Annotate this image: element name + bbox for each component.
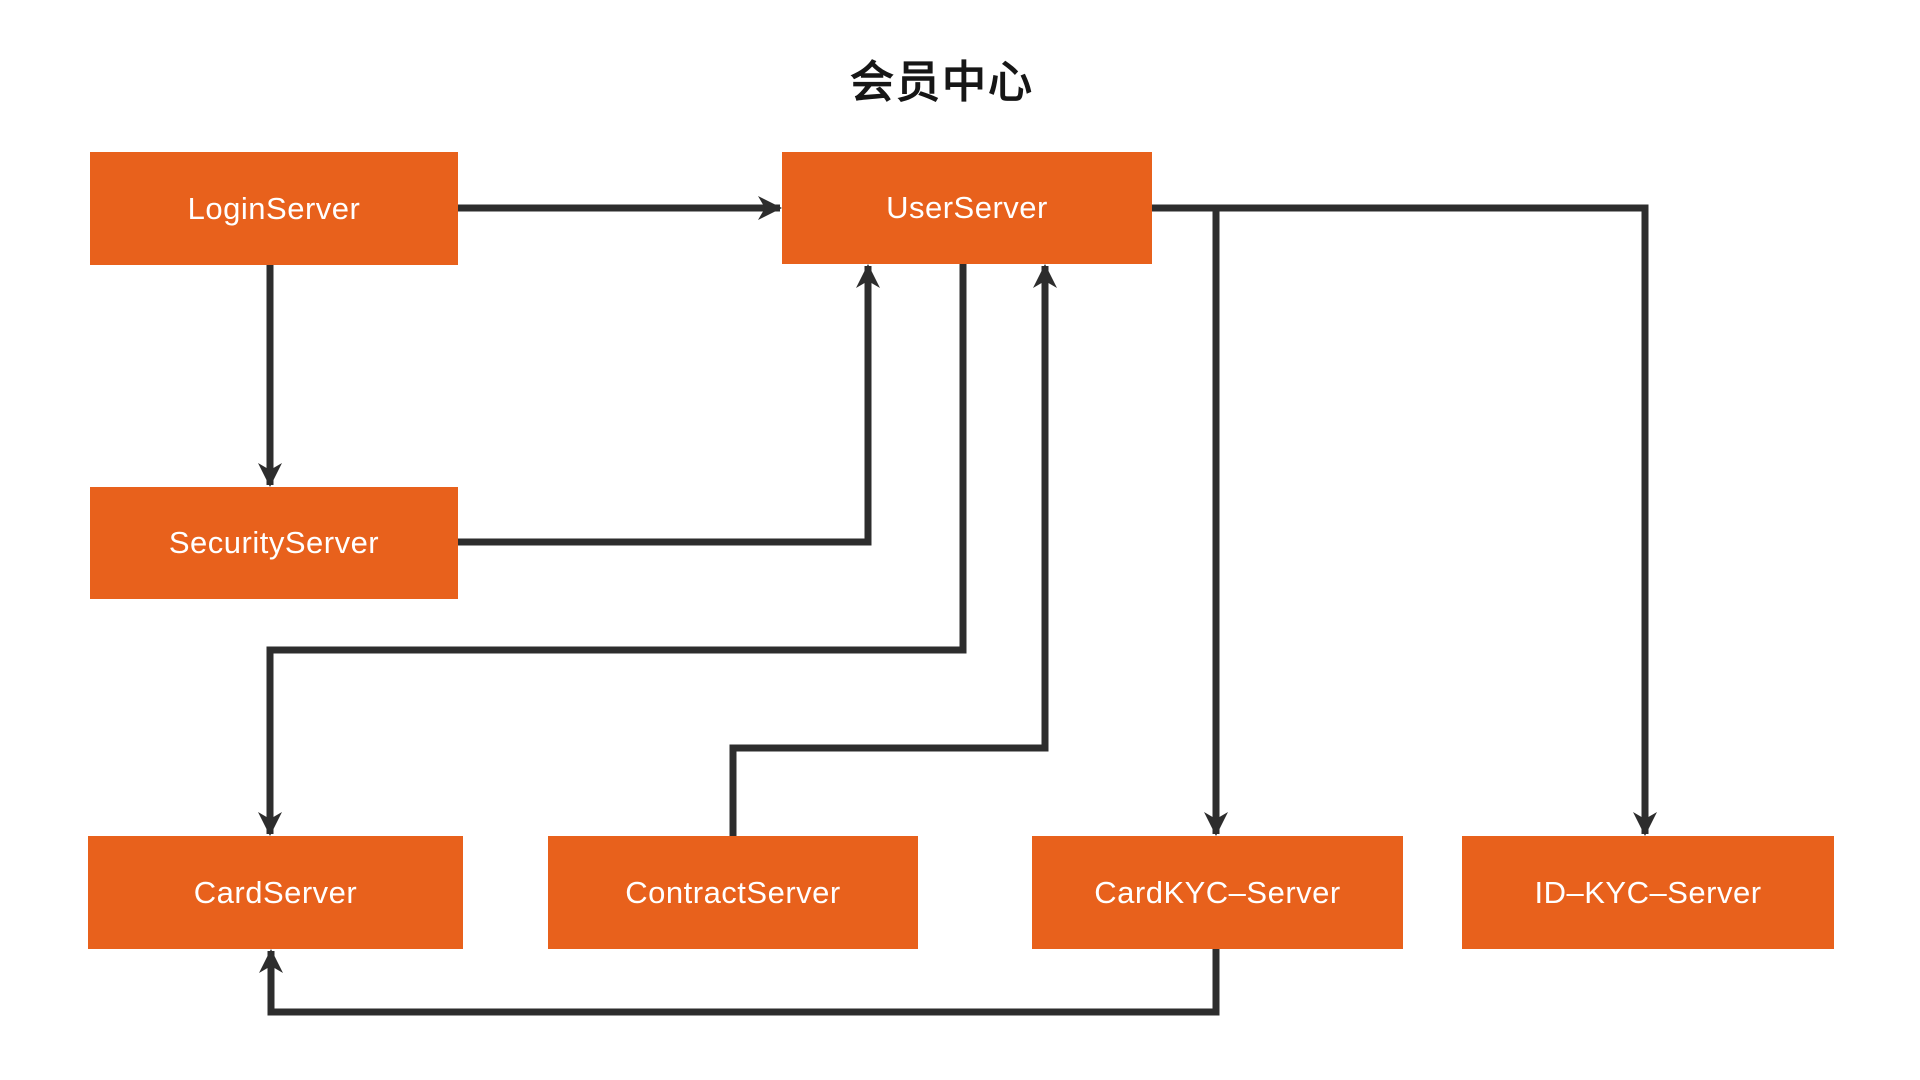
node-label: CardKYC–Server xyxy=(1094,874,1341,910)
edge-contractserver-to-userserver xyxy=(729,264,1057,836)
node-securityserver: SecurityServer xyxy=(90,487,458,599)
node-label: ContractServer xyxy=(625,874,841,910)
node-label: CardServer xyxy=(193,874,358,910)
node-label: ID–KYC–Server xyxy=(1534,874,1762,910)
diagram-title: 会员中心 xyxy=(850,58,1034,107)
node-label: SecurityServer xyxy=(168,525,380,560)
edge-userserver-to-cardserver xyxy=(258,264,967,836)
node-cardserver: CardServer xyxy=(88,836,463,949)
node-contractserver: ContractServer xyxy=(548,836,918,949)
edge-cardkyc-server-to-cardserver xyxy=(259,949,1220,1016)
node-cardkyc-server: CardKYC–Server xyxy=(1032,836,1403,949)
edge-securityserver-to-userserver xyxy=(458,264,880,546)
node-loginserver: LoginServer xyxy=(90,152,458,265)
node-id-kyc-server: ID–KYC–Server xyxy=(1462,836,1834,949)
edge-userserver-to-id-kyc-server xyxy=(1152,204,1657,836)
node-label: UserServer xyxy=(886,190,1048,225)
node-label: LoginServer xyxy=(187,190,361,226)
node-userserver: UserServer xyxy=(782,152,1152,264)
